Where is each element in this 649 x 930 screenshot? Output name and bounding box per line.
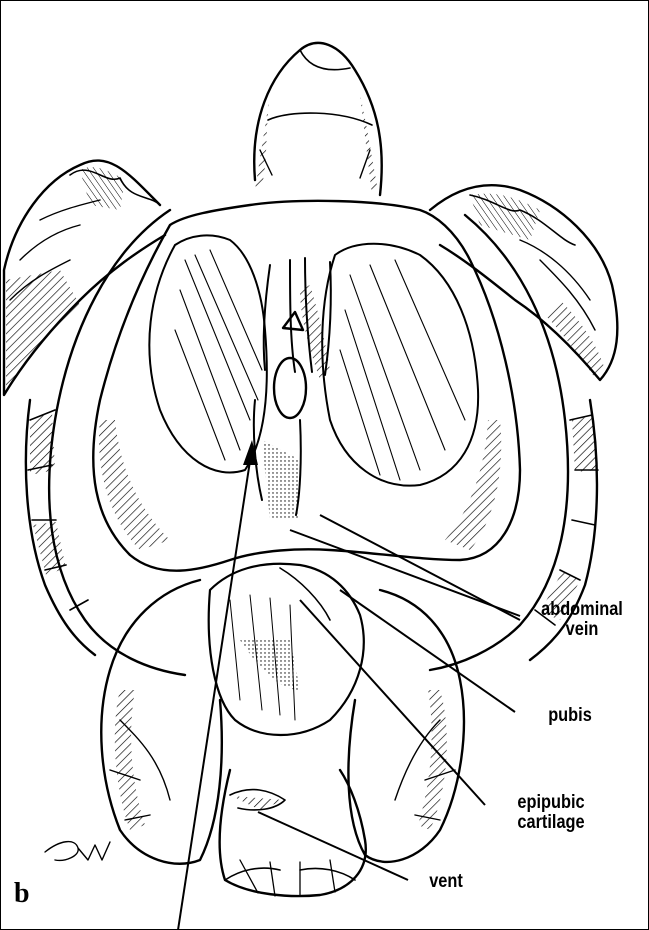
tail-vent (220, 770, 366, 896)
label-pubis: pubis (518, 706, 621, 726)
right-front-flipper (430, 185, 617, 380)
leader-epipubic (300, 600, 485, 805)
label-abdominal-vein-line1: abdominal (530, 600, 633, 620)
panel-letter: b (14, 880, 30, 908)
left-hind-flipper (101, 580, 222, 864)
midline-arrow-shaft (178, 448, 252, 930)
head-outline (254, 43, 382, 195)
artist-signature (45, 842, 110, 861)
label-epipubic-line1: epipubic (495, 793, 607, 813)
right-flank-shading (445, 420, 501, 550)
leader-pubis (340, 590, 515, 712)
left-front-flipper (4, 161, 165, 395)
label-epipubic-line2: cartilage (495, 813, 607, 833)
label-abdominal-vein-line2: vein (530, 620, 633, 640)
label-vent: vent (412, 872, 481, 892)
leader-abdominal-2 (320, 515, 520, 620)
right-hind-flipper (348, 590, 463, 862)
central-structures (254, 258, 331, 520)
